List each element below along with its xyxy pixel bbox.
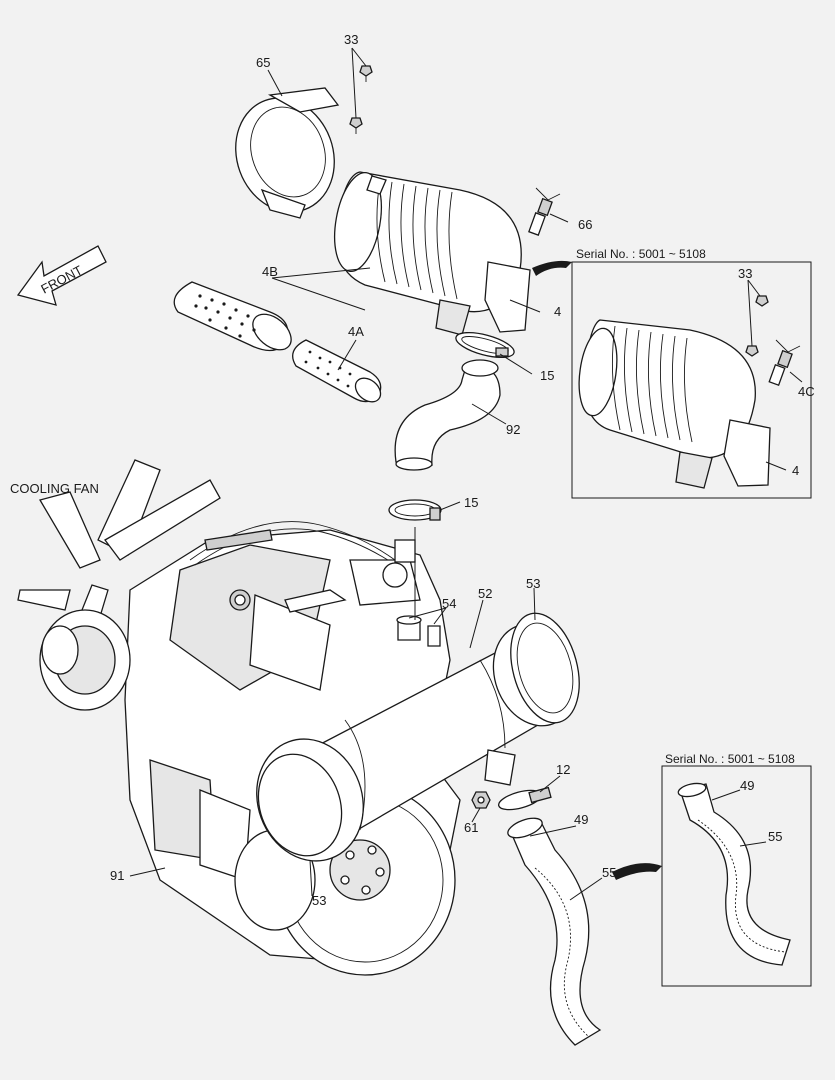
inset-pointer-top [532,260,572,276]
part-12-clamp [497,786,552,811]
label-serial-top: Serial No. : 5001 ~ 5108 [576,247,706,261]
label-serial-bottom: Serial No. : 5001 ~ 5108 [665,752,795,766]
label-55-inset: 55 [768,829,782,844]
label-15-top: 15 [540,368,554,383]
label-65: 65 [256,55,270,70]
label-4C: 4C [798,384,815,399]
label-4A: 4A [348,324,364,339]
part-49-55-hose-main [507,817,602,1046]
part-54-bolts [396,615,441,647]
part-61-nut [471,791,491,809]
label-92: 92 [506,422,520,437]
label-53-bottom: 53 [312,893,326,908]
label-66: 66 [578,217,592,232]
label-4-main: 4 [554,304,561,319]
label-49-main: 49 [574,812,588,827]
label-33-inset: 33 [738,266,752,281]
label-12: 12 [556,762,570,777]
label-55-main: 55 [602,865,616,880]
label-cooling-fan: COOLING FAN [10,481,99,496]
part-52-muffler [256,612,580,862]
inset-pointer-bottom [612,863,662,880]
leader-lines [129,47,603,901]
inset-box-hose [661,765,812,987]
label-15-mid: 15 [464,495,478,510]
label-33-top: 33 [344,32,358,47]
label-4B: 4B [262,264,278,279]
part-15-clamp-top [455,331,515,359]
part-65-bracket [235,87,340,219]
air-cleaner-main [334,171,531,336]
part-15-clamp-mid [388,499,442,521]
label-61: 61 [464,820,478,835]
label-4-inset: 4 [792,463,799,478]
front-arrow: FRONT [16,245,107,306]
part-33-bolts [349,65,373,134]
part-4A-filter [292,339,382,403]
inset-box-air-cleaner [571,261,812,499]
part-4B-filter [173,281,292,352]
label-91: 91 [110,868,124,883]
label-53-top: 53 [526,576,540,591]
part-92-hose [394,359,501,471]
label-52: 52 [478,586,492,601]
label-54: 54 [442,596,456,611]
part-66-sensor [528,187,561,236]
part-labels: 33 65 66 Serial No. : 5001 ~ 5108 4B 4A … [10,32,815,908]
label-49-inset: 49 [740,778,754,793]
